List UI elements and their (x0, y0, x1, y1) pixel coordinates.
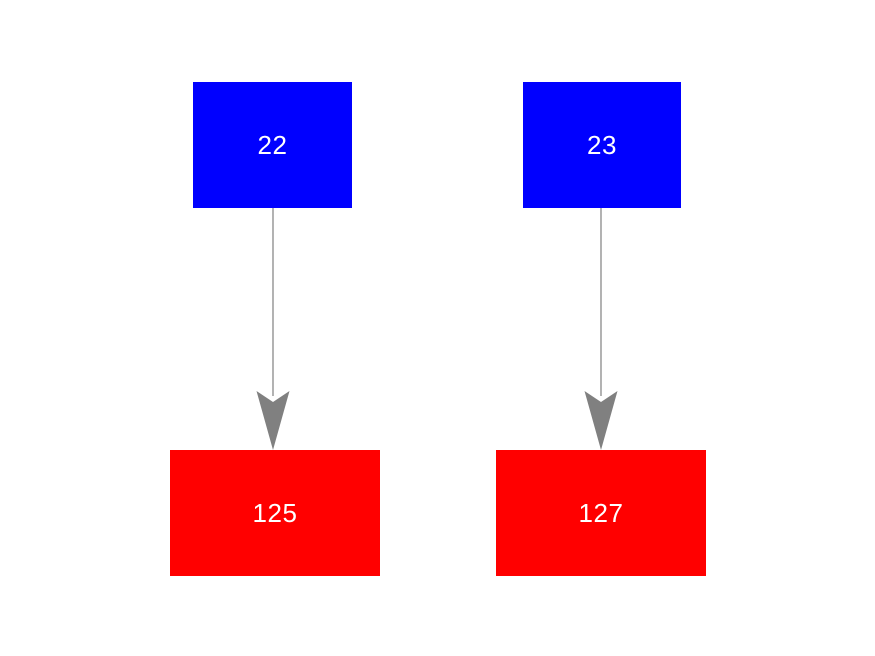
node-label: 125 (252, 498, 298, 528)
node-label: 23 (587, 130, 617, 160)
node-125[interactable]: 125 (170, 450, 380, 576)
node-label: 22 (257, 130, 288, 160)
arrowhead-icon (256, 391, 290, 450)
node-23[interactable]: 23 (523, 82, 681, 208)
arrowhead-icon (584, 391, 618, 450)
node-label: 127 (578, 498, 624, 528)
edge-22-to-125 (256, 208, 290, 450)
node-22[interactable]: 22 (193, 82, 352, 208)
node-127[interactable]: 127 (496, 450, 706, 576)
edge-23-to-127 (584, 208, 618, 450)
